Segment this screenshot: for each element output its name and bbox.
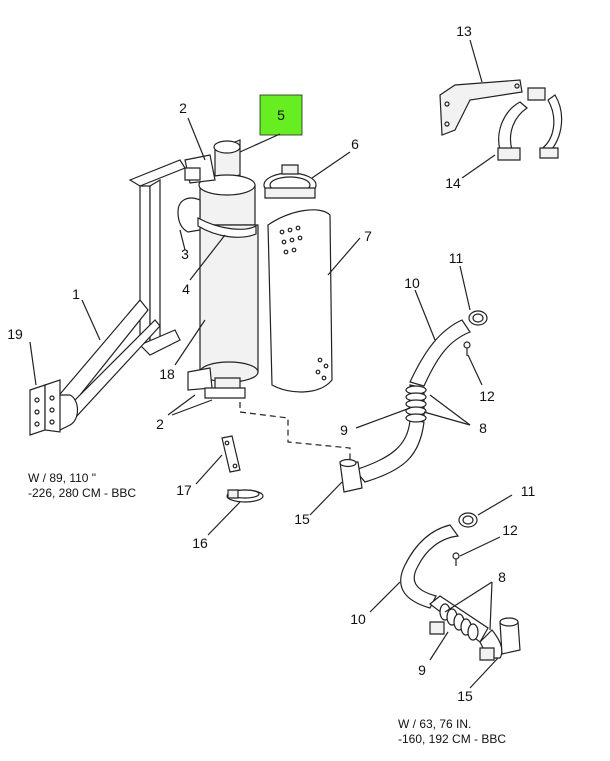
callout-2-bottom: 2 (156, 416, 164, 432)
note-left-line2: -226, 280 CM - BBC (28, 486, 136, 500)
muffler-strap-clamp[interactable] (177, 197, 257, 238)
muffler-clamp-bracket[interactable] (497, 87, 563, 161)
callout-3: 3 (181, 246, 189, 262)
flex-pipe-bellows-lower[interactable] (429, 603, 495, 661)
note-right-line2: -160, 192 CM - BBC (398, 732, 506, 746)
callout-14: 14 (445, 175, 461, 191)
frame-support-bracket[interactable] (49, 159, 186, 431)
exhaust-flow-dashed-line (239, 402, 351, 460)
muffler-mount-bracket-upper[interactable] (184, 154, 216, 184)
support-strap[interactable] (221, 435, 241, 473)
callout-4: 4 (182, 281, 190, 297)
callout-8-upper: 8 (479, 420, 487, 436)
band-clamp[interactable] (226, 489, 264, 503)
callout-labels: 2 6 7 13 14 3 4 1 19 18 2 10 11 12 9 8 1… (7, 23, 535, 704)
callout-9-lower: 9 (418, 662, 426, 678)
exhaust-pipe-upper[interactable] (339, 319, 471, 493)
callout-10-upper: 10 (404, 275, 420, 291)
callout-18: 18 (159, 366, 175, 382)
callout-17: 17 (176, 482, 192, 498)
callout-9-upper: 9 (340, 422, 348, 438)
note-right-line1: W / 63, 76 IN. (398, 717, 471, 731)
callout-13: 13 (456, 23, 472, 39)
callout-12-upper: 12 (479, 388, 495, 404)
clamp-bolt-lower[interactable] (452, 552, 460, 566)
callout-15-upper: 15 (294, 511, 310, 527)
hose-clamp-upper[interactable] (468, 310, 488, 326)
callout-15-lower: 15 (457, 688, 473, 704)
heat-shield[interactable] (267, 209, 333, 393)
tailpipe-elbow-lower[interactable] (499, 617, 521, 655)
callout-11-lower: 11 (521, 483, 536, 499)
callout-6: 6 (351, 136, 359, 152)
muffler[interactable] (198, 139, 259, 393)
leader-lines (29, 39, 513, 689)
callout-12-lower: 12 (502, 522, 518, 538)
note-left-line1: W / 89, 110 " (28, 471, 96, 485)
outlet-pipe-highlight[interactable]: 5 (259, 94, 303, 136)
heat-shield-clamp[interactable] (263, 164, 317, 199)
clamp-bolt-upper[interactable] (463, 341, 471, 356)
exhaust-pipe-lower[interactable] (400, 524, 503, 659)
callout-11-upper: 11 (449, 250, 464, 266)
callout-5: 5 (277, 107, 285, 123)
muffler-mount-bracket-lower[interactable] (187, 367, 246, 399)
frame-mounting-plate[interactable] (29, 379, 61, 436)
callout-16: 16 (192, 535, 208, 551)
callout-10-lower: 10 (350, 611, 366, 627)
callout-19: 19 (7, 326, 23, 342)
variant-notes: W / 89, 110 " -226, 280 CM - BBC W / 63,… (28, 471, 506, 746)
callout-8-lower: 8 (498, 569, 506, 585)
callout-1: 1 (72, 286, 80, 302)
callout-7: 7 (364, 228, 372, 244)
flex-pipe-bellows-upper[interactable] (405, 385, 427, 423)
hose-clamp-lower[interactable] (458, 512, 478, 528)
mounting-bracket[interactable] (439, 79, 523, 136)
callout-2-top: 2 (179, 100, 187, 116)
